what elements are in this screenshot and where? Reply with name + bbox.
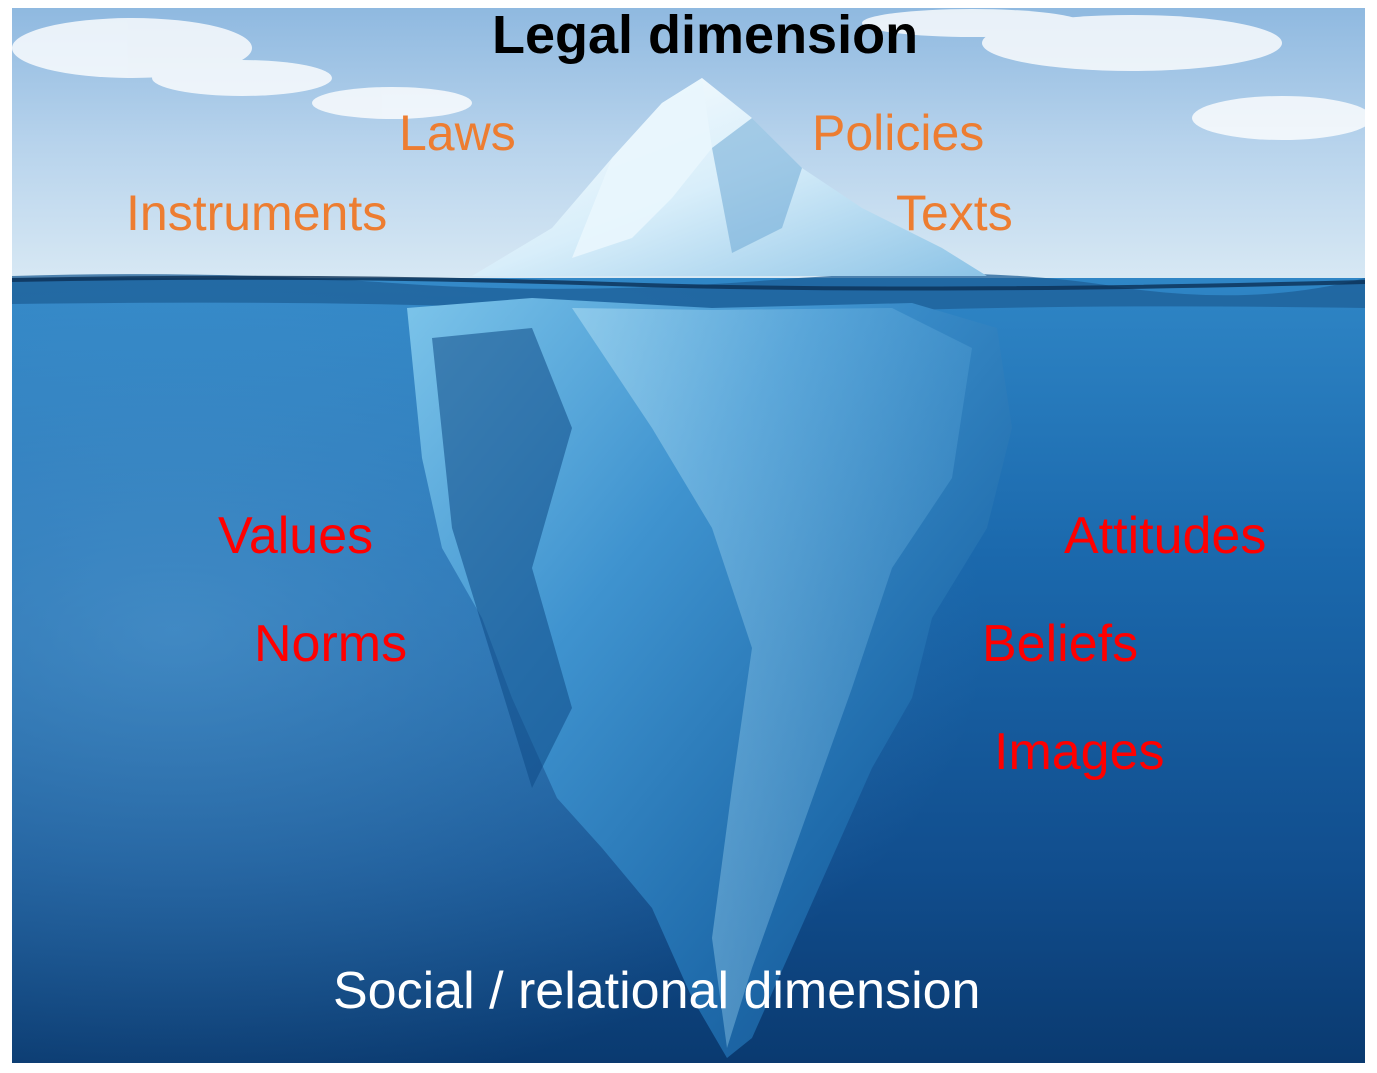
label-instruments: Instruments [126,185,388,241]
label-norms: Norms [254,615,408,673]
label-texts: Texts [896,185,1013,241]
label-policies: Policies [812,105,985,161]
iceberg-illustration [12,8,1365,1063]
label-images: Images [994,723,1165,781]
label-beliefs: Beliefs [982,615,1139,673]
label-attitudes: Attitudes [1064,507,1267,565]
caption-social-relational-dimension: Social / relational dimension [333,962,981,1020]
label-values: Values [218,507,374,565]
label-laws: Laws [399,105,516,161]
title-legal-dimension: Legal dimension [492,5,919,65]
